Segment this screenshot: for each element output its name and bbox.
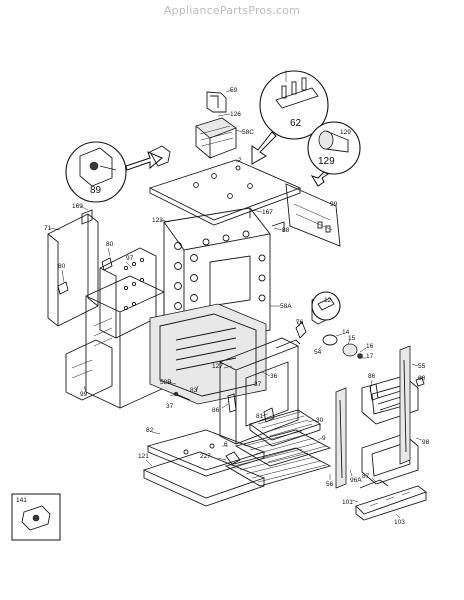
part-label-58C: 58C	[242, 129, 254, 136]
broil-pan-part-30	[248, 409, 322, 447]
vent-duct-part-59	[206, 91, 227, 113]
part-label-30: 30	[316, 417, 324, 424]
callout-129-label: 129	[318, 156, 335, 167]
part-label-123: 123	[152, 217, 163, 224]
part-label-87: 87	[362, 473, 370, 480]
part-label-86-right: 86	[368, 373, 376, 380]
watermark-text: AppliancePartsPros.com	[163, 4, 301, 17]
side-trim-part-55	[399, 345, 411, 465]
oven-door-gasket-part-58A	[149, 303, 267, 405]
part-label-99-upper: 99	[330, 201, 338, 208]
oven-door-part-83	[219, 337, 301, 445]
clip-part-81	[263, 407, 275, 423]
part-label-17: 17	[366, 353, 374, 360]
insulation-pad-part-58C	[195, 117, 237, 159]
wire-part-87	[359, 479, 389, 489]
hinge-part-86	[227, 393, 237, 413]
hinge-part-86-right	[369, 383, 379, 401]
part-label-167: 167	[262, 209, 273, 216]
callout-62: 62	[251, 70, 329, 165]
part-label-59: 59	[230, 87, 238, 94]
kick-panel-part-103	[355, 485, 427, 521]
part-label-76: 76	[296, 319, 304, 326]
part-label-99-lower: 99	[80, 391, 88, 398]
part-label-58B: 58B	[160, 379, 172, 386]
side-panel-part-71	[47, 213, 99, 327]
callout-12: 12	[311, 291, 341, 321]
part-label-6: 6	[224, 441, 228, 448]
oven-bottom-part-82	[146, 429, 266, 477]
part-label-14: 14	[342, 329, 350, 336]
part-label-83: 83	[190, 387, 198, 394]
part-label-55: 55	[418, 363, 426, 370]
oven-rack-part-6	[224, 447, 332, 487]
callout-89-label: 89	[90, 185, 102, 196]
oven-rack-part-9	[234, 429, 332, 467]
part-label-2: 2	[238, 157, 242, 164]
part-label-86-left: 86	[212, 407, 220, 414]
part-label-127: 127	[212, 363, 223, 370]
top-panel-part-2	[148, 159, 302, 226]
part-label-80-upper: 80	[106, 241, 114, 248]
part-label-15: 15	[348, 335, 356, 342]
bracket-part-80	[57, 257, 113, 295]
part-labels: 59 126 58C 2 99 169 71 123 167 88 80 97 …	[44, 87, 430, 526]
part-label-54: 54	[314, 349, 322, 356]
part-label-97: 97	[126, 255, 134, 262]
part-label-121: 121	[138, 453, 149, 460]
part-label-80-lower: 80	[58, 263, 66, 270]
part-label-98: 98	[422, 439, 430, 446]
rear-panel-part-99-upper	[285, 183, 341, 247]
part-label-37-upper: 37	[254, 381, 262, 388]
part-label-71: 71	[44, 225, 52, 232]
part-label-81: 81	[256, 413, 264, 420]
bottom-tray-part-121	[142, 451, 266, 507]
cover-part-227	[225, 451, 241, 465]
callout-141-label: 141	[16, 497, 27, 504]
part-label-101: 101	[342, 499, 353, 506]
side-trim-part-99-lower	[65, 339, 113, 401]
clip-part-68	[415, 377, 425, 387]
leader-lines	[49, 89, 425, 519]
callout-129-top-label: 129	[340, 129, 351, 136]
part-label-68: 68	[418, 375, 426, 382]
part-label-96A: 96A	[350, 477, 362, 484]
part-label-82: 82	[146, 427, 154, 434]
part-label-88: 88	[282, 227, 290, 234]
part-label-58A: 58A	[280, 303, 292, 310]
part-label-37-lower: 37	[166, 403, 174, 410]
part-label-227: 227	[200, 453, 211, 460]
part-label-103: 103	[394, 519, 405, 526]
oven-cavity-frame	[163, 207, 271, 346]
clip-part-169	[81, 209, 93, 225]
part-label-36: 36	[270, 373, 278, 380]
part-label-169: 169	[72, 203, 83, 210]
callout-141-box: 141	[11, 493, 61, 541]
side-trim-part-56	[335, 387, 347, 489]
part-label-16: 16	[366, 343, 374, 350]
callout-62-label: 62	[290, 118, 302, 129]
part-label-56: 56	[326, 481, 334, 488]
callout-129: 129 129	[307, 121, 361, 187]
callout-89: 89	[65, 141, 171, 203]
callout-12-label: 12	[324, 297, 332, 304]
part-label-126: 126	[230, 111, 241, 118]
bracket-part-88	[271, 221, 285, 232]
part-label-9: 9	[322, 435, 326, 442]
